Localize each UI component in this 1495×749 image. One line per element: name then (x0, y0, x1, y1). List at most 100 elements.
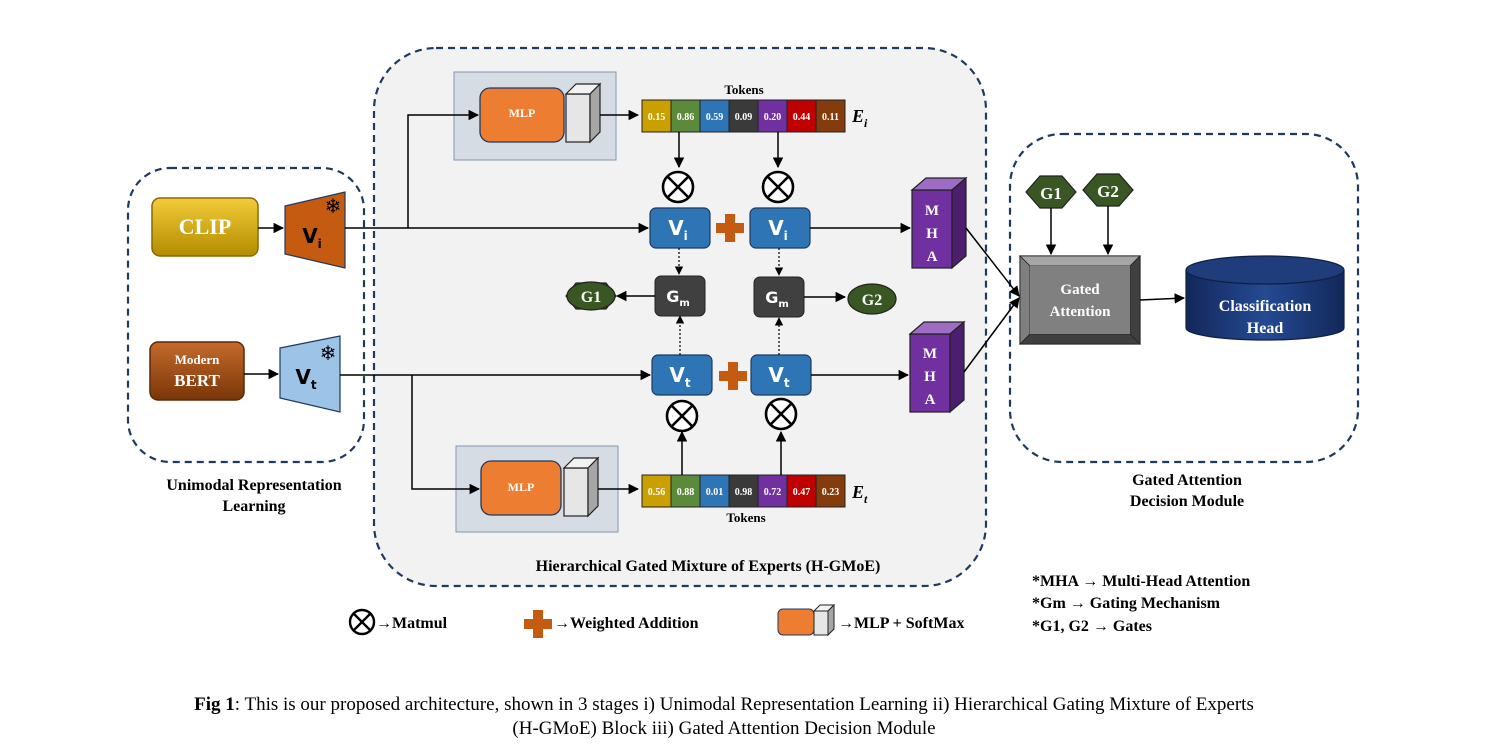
svg-text:Vt: Vt (295, 365, 316, 392)
svg-text:Vi: Vi (668, 216, 688, 243)
svg-text:Vi: Vi (768, 216, 788, 243)
vi-branch-to-mlp (407, 109, 480, 228)
mha-image-to-gated-arrow (965, 227, 1020, 297)
svg-text:A: A (927, 249, 938, 265)
token-value: 0.88 (677, 487, 695, 498)
svg-text:A: A (925, 392, 936, 408)
token-value: 0.86 (677, 112, 695, 123)
weighted-addition-icon (524, 610, 552, 638)
vt-block-main: V (295, 365, 311, 389)
figure-caption-line1: Fig 1: This is our proposed architecture… (194, 694, 1254, 715)
svg-text:Gm: Gm (765, 288, 789, 310)
matmul-icon (761, 170, 795, 204)
image-softmax-cube (564, 82, 602, 144)
mha-block-image: M H A (910, 176, 968, 270)
vt-projection-block: Vt ❄ (279, 335, 341, 413)
hgmoe-title: Hierarchical Gated Mixture of Experts (H… (536, 558, 881, 575)
token-value: 0.59 (706, 112, 724, 123)
unimodal-title-line1: Unimodal Representation (166, 477, 341, 494)
decision-title-line2: Decision Module (1130, 493, 1244, 510)
mha-block-text: M H A (908, 320, 966, 414)
unimodal-title-line2: Learning (222, 498, 285, 515)
svg-text:→MLP + SoftMax: →MLP + SoftMax (838, 615, 964, 632)
svg-text:Vi: Vi (302, 224, 322, 251)
svg-text:Classification: Classification (1219, 298, 1312, 315)
vi-projection-block: Vi ❄ (284, 191, 346, 269)
gate-g1-output: G1 (565, 281, 617, 311)
frozen-snowflake-icon: ❄ (325, 196, 342, 218)
token-cell (786, 474, 817, 508)
image-tokens-label: Tokens (724, 82, 763, 97)
gate-g1-input: G1 (1025, 175, 1077, 209)
token-value: 0.11 (822, 112, 839, 123)
clip-label: CLIP (179, 214, 232, 239)
svg-text:H: H (924, 369, 936, 385)
token-value: 0.01 (706, 487, 724, 498)
text-tokens-label: Tokens (726, 510, 765, 525)
svg-text:M: M (923, 346, 937, 362)
legend-weighted-addition: →Weighted Addition (524, 610, 699, 638)
svg-text:G1: G1 (1040, 184, 1062, 203)
svg-text:M: M (925, 203, 939, 219)
svg-text:Head: Head (1247, 320, 1284, 337)
token-cell (815, 474, 846, 508)
image-mlp-label: MLP (509, 106, 536, 120)
weighted-addition-icon (719, 362, 747, 390)
svg-text:→Weighted Addition: →Weighted Addition (554, 615, 699, 632)
classification-head: Classification Head (1185, 255, 1345, 341)
vt-expert-node-left: Vt (651, 354, 713, 396)
token-cell (757, 99, 788, 133)
token-cell (757, 474, 788, 508)
svg-text:G2: G2 (862, 292, 882, 309)
text-softmax-cube (562, 456, 600, 518)
token-value: 0.09 (735, 112, 753, 123)
clip-encoder: CLIP (151, 197, 259, 257)
svg-text:G1: G1 (581, 289, 601, 306)
vi-block-sub: i (318, 237, 322, 251)
modern-bert-encoder: Modern BERT (149, 341, 245, 401)
bert-label-line2: BERT (174, 371, 220, 390)
token-value: 0.23 (822, 487, 840, 498)
text-mlp-label: MLP (508, 480, 535, 494)
decision-title-line1: Gated Attention (1132, 472, 1242, 489)
token-cell (699, 474, 730, 508)
token-value: 0.44 (793, 112, 811, 123)
gated-to-head-arrow (1139, 293, 1186, 304)
token-value: 0.47 (793, 487, 811, 498)
note-mha: *MHA → Multi-Head Attention (1032, 573, 1250, 590)
bert-label-line1: Modern (175, 352, 221, 367)
token-cell (815, 99, 846, 133)
note-gates: *G1, G2 → Gates (1032, 618, 1152, 635)
ei-label: Ei (851, 106, 868, 130)
svg-text:G2: G2 (1097, 182, 1119, 201)
svg-text:→Matmul: →Matmul (376, 615, 448, 632)
unimodal-module-box (126, 166, 366, 464)
vt-expert-node-right: Vt (750, 354, 812, 396)
token-value: 0.56 (648, 487, 666, 498)
vi-block-main: V (302, 224, 318, 248)
vt-branch-to-mlp (411, 375, 481, 495)
gating-mechanism-left: Gm (654, 275, 706, 317)
legend-mlp-softmax: →MLP + SoftMax (777, 603, 964, 637)
weighted-addition-icon (716, 214, 744, 242)
gating-mechanism-right: Gm (753, 276, 805, 318)
mha-text-to-gated-arrow (963, 297, 1020, 373)
svg-text:Gm: Gm (666, 287, 690, 309)
token-value: 0.20 (764, 112, 782, 123)
gate-g2-output: G2 (847, 283, 897, 315)
token-value: 0.98 (735, 487, 753, 498)
frozen-snowflake-icon: ❄ (320, 343, 337, 365)
text-mlp-block (480, 460, 562, 516)
svg-text:H: H (926, 226, 938, 242)
note-gm: *Gm → Gating Mechanism (1032, 595, 1221, 612)
gated-attention-block: Gated Attention (1019, 255, 1141, 345)
token-value: 0.15 (648, 112, 666, 123)
vi-expert-node-left: Vi (649, 207, 711, 249)
token-cell (699, 99, 730, 133)
matmul-icon (661, 170, 695, 204)
svg-text:Gated: Gated (1060, 282, 1100, 298)
image-mlp-block (479, 87, 565, 143)
svg-text:Vt: Vt (669, 363, 690, 390)
svg-text:Vt: Vt (768, 363, 789, 390)
vt-block-sub: t (311, 378, 317, 392)
